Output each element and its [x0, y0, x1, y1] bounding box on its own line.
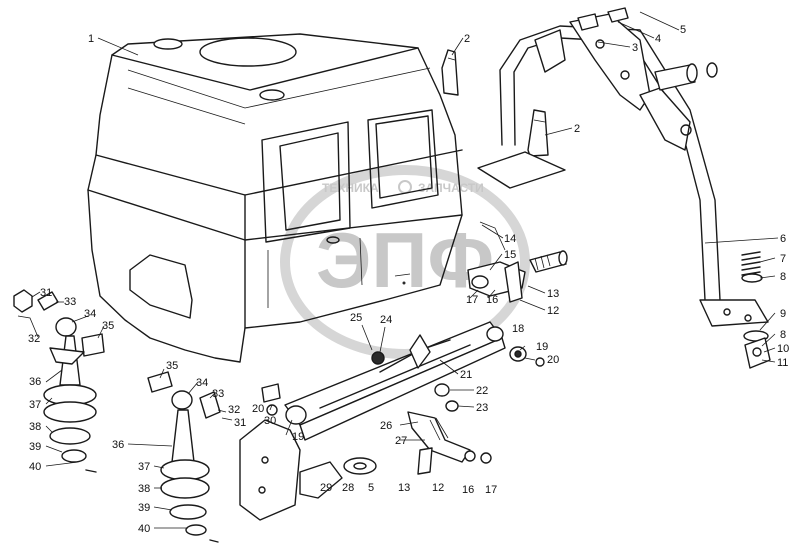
callout-38-lower: 38 — [138, 483, 150, 495]
bushing-18 — [509, 346, 527, 362]
callout-29: 29 — [320, 482, 332, 494]
callout-31-upper: 31 — [40, 287, 52, 299]
callout-8-lower: 8 — [780, 329, 786, 341]
callout-32-upper: 32 — [28, 333, 40, 345]
callout-40-upper: 40 — [29, 461, 41, 473]
callout-2-lower: 2 — [574, 123, 580, 135]
callout-27: 27 — [395, 435, 407, 447]
callout-10: 10 — [777, 343, 789, 355]
callout-14: 14 — [504, 233, 516, 245]
callout-26: 26 — [380, 420, 392, 432]
mount-assembly-right — [147, 371, 221, 543]
watermark-logo-text: ЭПФ — [316, 216, 494, 304]
bracket-plate-29 — [239, 419, 377, 521]
pin-13-lower — [417, 447, 433, 475]
callout-13-upper: 13 — [547, 288, 559, 300]
callout-18: 18 — [512, 323, 524, 335]
callout-group: 1 2 2 3 4 5 6 7 8 9 8 10 11 14 15 13 12 … — [17, 11, 789, 535]
callout-24: 24 — [380, 314, 392, 326]
washer-16-nut-17-lower — [464, 450, 492, 464]
callout-16-lower: 16 — [462, 484, 474, 496]
callout-22: 22 — [476, 385, 488, 397]
pin-14 — [529, 250, 568, 273]
callout-31-lower: 31 — [234, 417, 246, 429]
gear-icon — [398, 180, 412, 194]
support-frame-6 — [477, 13, 769, 327]
watermark-text-left: ТЕХНИКА — [322, 181, 379, 195]
spring-7 — [741, 251, 763, 283]
callout-1: 1 — [88, 33, 94, 45]
bracket-2-lower — [527, 109, 549, 157]
callout-30: 30 — [264, 415, 276, 427]
callout-19-left: 19 — [292, 431, 304, 443]
callout-2-upper: 2 — [464, 33, 470, 45]
bracket-26-27 — [407, 411, 471, 463]
callout-25: 25 — [350, 312, 362, 324]
callout-4: 4 — [655, 33, 661, 45]
callout-33-lower: 33 — [212, 388, 224, 400]
callout-19: 19 — [536, 341, 548, 353]
callout-13-lower: 13 — [398, 482, 410, 494]
callout-37-upper: 37 — [29, 399, 41, 411]
callout-12-lower: 12 — [432, 482, 444, 494]
callout-20-left: 20 — [252, 403, 264, 415]
callout-16-upper: 16 — [486, 294, 498, 306]
bracket-2-upper — [441, 49, 459, 96]
cab-body — [87, 33, 463, 363]
callout-36-upper: 36 — [29, 376, 41, 388]
callout-36-lower: 36 — [112, 439, 124, 451]
watermark-text-right: ЗАПЧАСТИ — [418, 181, 484, 195]
callout-32-lower: 32 — [228, 404, 240, 416]
callout-5-lower: 5 — [368, 482, 374, 494]
callout-38-upper: 38 — [29, 421, 41, 433]
callout-28: 28 — [342, 482, 354, 494]
watermark: ЭПФ ТЕХНИКА ЗАПЧАСТИ — [280, 165, 530, 359]
callout-34-lower: 34 — [196, 377, 208, 389]
callout-8-upper: 8 — [780, 271, 786, 283]
callout-39-upper: 39 — [29, 441, 41, 453]
nut-5-upper — [577, 7, 629, 31]
callout-17-upper: 17 — [466, 294, 478, 306]
callout-23: 23 — [476, 402, 488, 414]
callout-5-upper: 5 — [680, 24, 686, 36]
callout-34-upper: 34 — [84, 308, 96, 320]
callout-9: 9 — [780, 308, 786, 320]
lever-assembly-15 — [467, 221, 526, 303]
callout-11: 11 — [777, 357, 788, 369]
watermark-ring — [280, 165, 530, 359]
callout-35-upper: 35 — [102, 320, 114, 332]
washer-4 — [706, 62, 718, 78]
callout-37-lower: 37 — [138, 461, 150, 473]
callout-21: 21 — [460, 369, 472, 381]
callout-33-upper: 33 — [64, 296, 76, 308]
bushing-3 — [654, 63, 698, 91]
torsion-arm-21 — [284, 321, 506, 441]
bolt-20-30 — [261, 383, 281, 416]
callout-12-upper: 12 — [547, 305, 559, 317]
callout-40-lower: 40 — [138, 523, 150, 535]
callout-20-right: 20 — [547, 354, 559, 366]
callout-17-lower: 17 — [485, 484, 497, 496]
callout-39-lower: 39 — [138, 502, 150, 514]
mount-assembly-left — [13, 289, 105, 473]
callout-15: 15 — [504, 249, 516, 261]
callout-3: 3 — [632, 42, 638, 54]
callout-6: 6 — [780, 233, 786, 245]
callout-35-lower: 35 — [166, 360, 178, 372]
callout-7: 7 — [780, 253, 786, 265]
bushing-22-23 — [434, 383, 459, 412]
washer-20 — [535, 357, 545, 367]
